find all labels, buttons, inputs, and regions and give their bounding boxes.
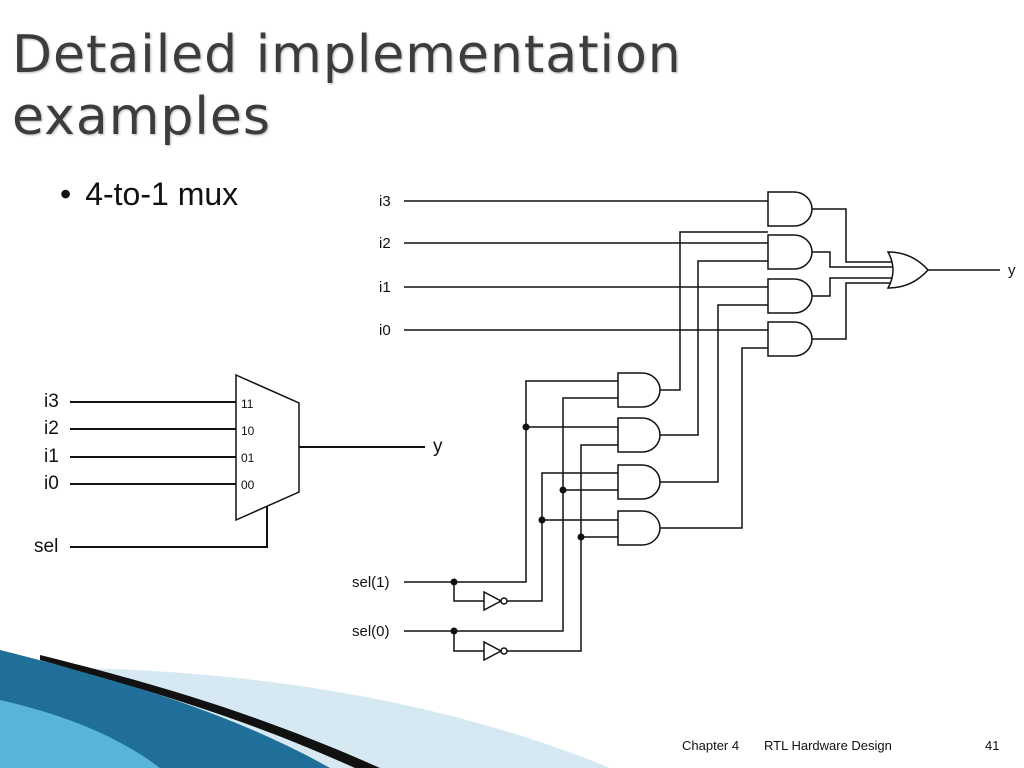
wire-sel0-true [454, 397, 618, 632]
and-gate-decoder-1 [617, 464, 661, 500]
mux-code-01: 01 [241, 451, 255, 465]
circuit-select-label-sel0: sel(0) [352, 623, 390, 640]
wave-light-band [0, 700, 160, 768]
junction-dot [538, 516, 546, 524]
mux-output-label: y [433, 436, 443, 457]
mux-input-label-i3: i3 [44, 391, 59, 412]
mux-code-11: 11 [241, 397, 254, 411]
bullet-text: 4-to-1 mux [85, 176, 239, 212]
or-gate [886, 251, 930, 289]
wire-dec0 [660, 347, 768, 529]
mux-select-line [70, 506, 268, 548]
inverter-sel0 [483, 640, 503, 662]
junction-dot [450, 578, 458, 586]
mux-input-label-i1: i1 [44, 446, 59, 467]
mux-select-label: sel [34, 536, 58, 557]
bullet-dot-icon: • [60, 176, 72, 212]
inverter-sel1-bubble [500, 597, 508, 605]
wire-sel1-inv-in [453, 582, 484, 602]
and-gate-select-0 [767, 321, 813, 357]
wire-and2-or [812, 251, 893, 268]
mux-code-00: 00 [241, 478, 255, 492]
wire-sel0-not [507, 444, 618, 652]
and-gate-decoder-3 [617, 372, 661, 408]
mux-input-label-i0: i0 [44, 473, 59, 494]
circuit-select-label-sel1: sel(1) [352, 574, 390, 591]
wave-black-stripe [40, 655, 380, 768]
and-gate-select-2 [767, 234, 813, 270]
wire-sel1-not [507, 472, 618, 602]
inverter-sel0-bubble [500, 647, 508, 655]
wire-and3-or [812, 208, 892, 263]
mux-input-label-i2: i2 [44, 418, 59, 439]
and-gate-select-3 [767, 191, 813, 227]
circuit-input-label-i1: i1 [379, 279, 391, 296]
mux-code-10: 10 [241, 424, 255, 438]
wire-sel0-inv-in [453, 631, 484, 652]
bullet-item: • 4-to-1 mux [60, 176, 238, 213]
circuit-input-label-i3: i3 [379, 193, 391, 210]
junction-dot [577, 533, 585, 541]
mux-body [235, 373, 300, 522]
wire-dec3 [660, 231, 768, 391]
wire-sel1-true [454, 380, 618, 583]
and-gate-decoder-2 [617, 417, 661, 453]
junction-dot [450, 627, 458, 635]
and-gate-select-1 [767, 278, 813, 314]
circuit-wires [404, 200, 1000, 652]
wave-decoration [0, 650, 610, 768]
and-gate-decoder-0 [617, 510, 661, 546]
circuit-input-label-i0: i0 [379, 322, 391, 339]
wire-and1-or [812, 277, 893, 297]
wire-and0-or [812, 282, 892, 340]
wire-dec2 [660, 260, 768, 436]
circuit-input-label-i2: i2 [379, 235, 391, 252]
footer-page-number: 41 [985, 738, 1000, 753]
footer-course: RTL Hardware Design [764, 738, 892, 753]
inverter-sel1 [483, 590, 503, 612]
gate-circuit: i3 i2 i1 i0 sel(1) sel(0) y [352, 191, 1016, 662]
junction-dots [450, 423, 585, 635]
junction-dot [559, 486, 567, 494]
circuit-output-label: y [1008, 262, 1016, 279]
slide-title: Detailed implementation examples [12, 25, 682, 147]
footer-chapter: Chapter 4 [682, 738, 740, 753]
wire-dec1 [660, 304, 768, 483]
mux-symbol: i3 i2 i1 i0 sel y 11 10 01 00 [34, 373, 443, 557]
junction-dot [522, 423, 530, 431]
